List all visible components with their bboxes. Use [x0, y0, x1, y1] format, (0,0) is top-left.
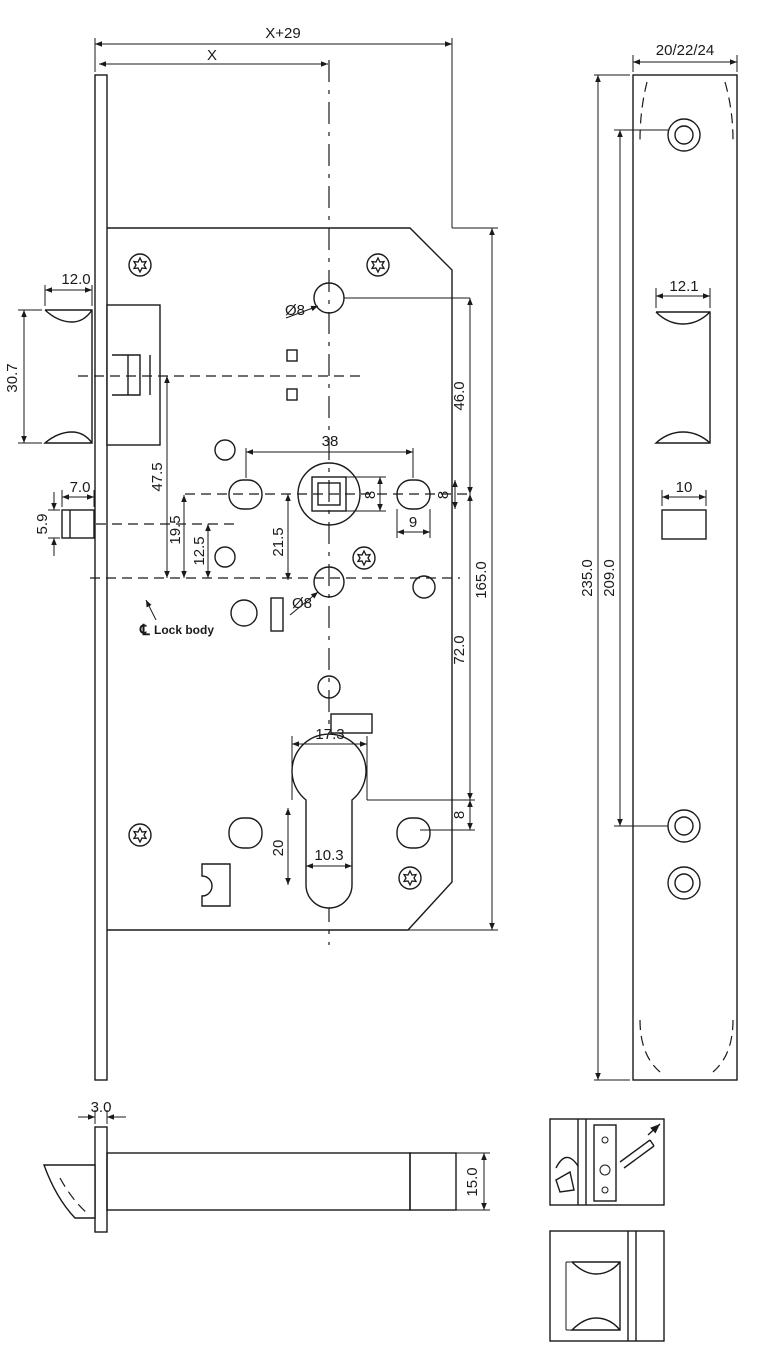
dim-165-0: 165.0 — [473, 561, 490, 599]
screw-icon — [128, 823, 152, 847]
dim-phi8-mid: Ø8 — [292, 595, 312, 612]
screw-icon — [398, 866, 422, 890]
latch-bolt-housing — [106, 304, 161, 446]
dim-10-3: 10.3 — [314, 847, 343, 864]
dim-12-0: 12.0 — [61, 271, 90, 288]
spindle-hub — [297, 462, 361, 526]
dim-5-9: 5.9 — [34, 514, 51, 535]
latch-side-profile — [43, 1164, 96, 1219]
dim-3-0: 3.0 — [91, 1099, 112, 1116]
dim-7-0: 7.0 — [70, 479, 91, 496]
dim-8-right: 8 — [435, 491, 452, 499]
strike-plate-view: 20/22/24 12.1 10 235.0 209.0 — [579, 42, 738, 1081]
dim-19-5: 19.5 — [167, 515, 184, 544]
dim-209-0: 209.0 — [601, 559, 618, 597]
dim-phi8-top: Ø8 — [285, 302, 305, 319]
dim-20-22-24: 20/22/24 — [656, 42, 714, 59]
dim-x: X — [207, 47, 217, 64]
strike-plate — [632, 74, 738, 1081]
dim-15-0: 15.0 — [464, 1167, 481, 1196]
latch-photo-frame — [549, 1230, 665, 1342]
dim-9: 9 — [409, 514, 417, 531]
screw-icon — [352, 546, 376, 570]
faceplate-bottom — [94, 1126, 108, 1233]
dim-46-0: 46.0 — [451, 381, 468, 410]
dim-x-plus-29: X+29 — [265, 25, 300, 42]
dim-235-0: 235.0 — [579, 559, 596, 597]
latch-profile — [43, 309, 93, 444]
latch-slot — [654, 311, 711, 444]
dim-30-7: 30.7 — [4, 363, 21, 392]
dim-10: 10 — [676, 479, 693, 496]
lock-body-label: Lock body — [154, 623, 214, 637]
centerline-symbol: ℄ — [139, 622, 150, 639]
dim-17-3: 17.3 — [315, 726, 344, 743]
front-view: X+29 X Ø8 12.0 30.7 — [4, 25, 498, 1081]
dim-8-spindle: 8 — [362, 491, 379, 499]
screw-icon — [366, 253, 390, 277]
dim-47-5: 47.5 — [149, 462, 166, 491]
dim-8-cyl: 8 — [451, 811, 468, 819]
deadbolt — [61, 509, 95, 539]
install-image-frame — [549, 1118, 665, 1206]
dim-38: 38 — [322, 433, 339, 450]
screw-icon — [128, 253, 152, 277]
install-illustration — [549, 1118, 665, 1342]
cylinder-cutout — [291, 733, 367, 909]
dim-12-5: 12.5 — [191, 536, 208, 565]
lock-body-outline — [107, 227, 453, 931]
dim-12-1: 12.1 — [669, 278, 698, 295]
bottom-view: 3.0 15.0 — [43, 1099, 490, 1233]
dim-72-0: 72.0 — [451, 635, 468, 664]
dim-21-5: 21.5 — [270, 527, 287, 556]
dim-20: 20 — [270, 840, 287, 857]
